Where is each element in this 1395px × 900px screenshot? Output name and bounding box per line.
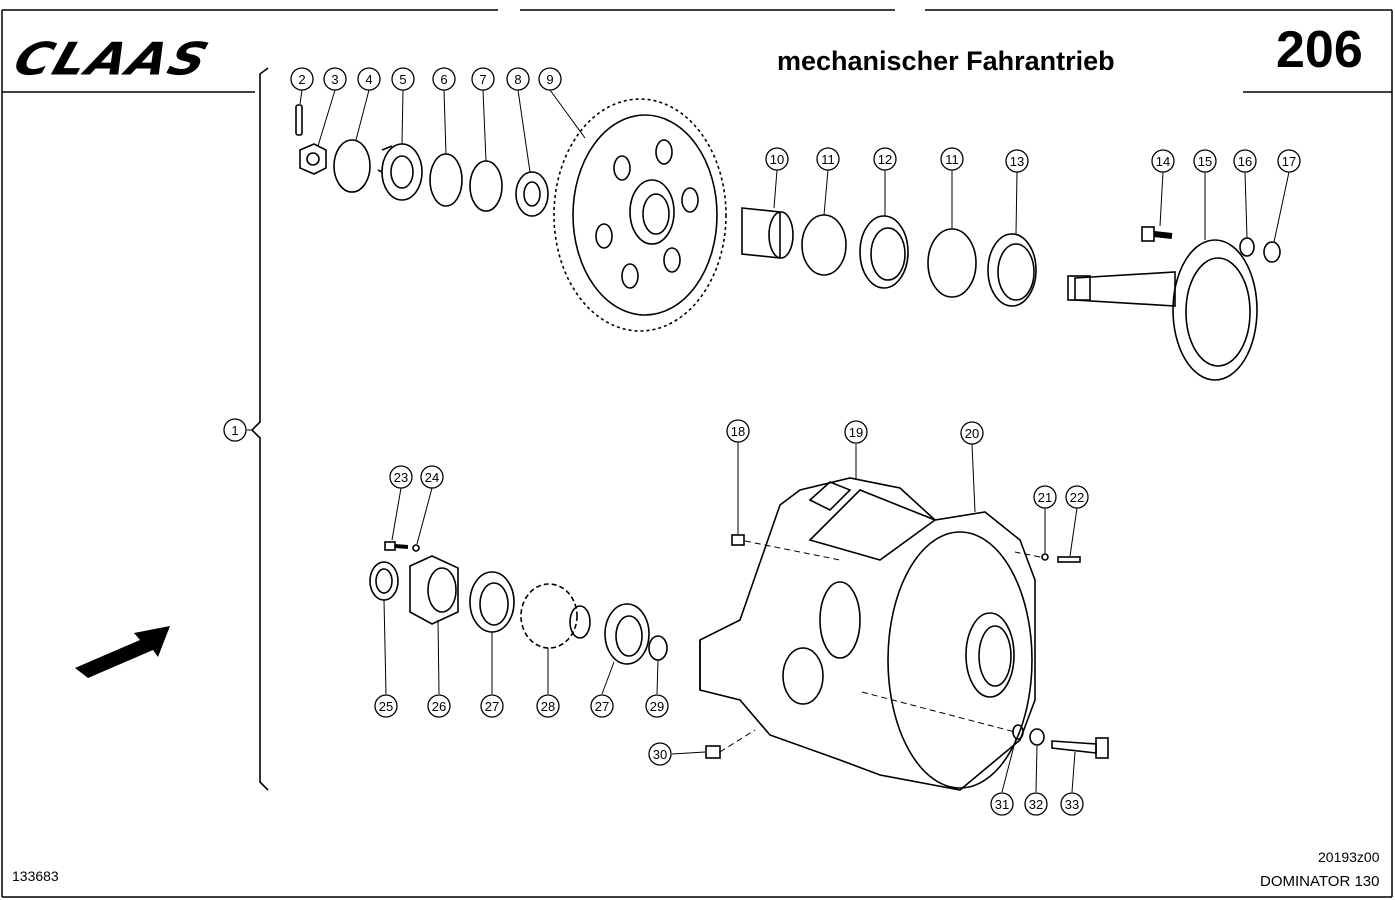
callout-9: 9 <box>538 67 562 91</box>
callout-leaders <box>247 89 1290 793</box>
callout-label: 2 <box>298 72 305 87</box>
model-name: DOMINATOR 130 <box>1260 873 1380 890</box>
callout-28: 28 <box>536 694 560 718</box>
callout-21: 21 <box>1033 485 1057 509</box>
callout-label: 21 <box>1038 490 1052 505</box>
callout-label: 18 <box>731 424 745 439</box>
callout-18: 18 <box>726 419 750 443</box>
callout-label: 32 <box>1029 797 1043 812</box>
callout-25: 25 <box>374 694 398 718</box>
callout-7: 7 <box>471 67 495 91</box>
callout-11: 11 <box>940 147 964 171</box>
callout-label: 5 <box>399 72 406 87</box>
callout-6: 6 <box>432 67 456 91</box>
lower-row-parts <box>369 541 668 665</box>
callout-label: 31 <box>995 797 1009 812</box>
callout-14: 14 <box>1151 149 1175 173</box>
callout-24: 24 <box>420 465 444 489</box>
callout-label: 29 <box>650 699 664 714</box>
callout-label: 13 <box>1010 154 1024 169</box>
callout-1: 1 <box>223 418 247 442</box>
callout-30: 30 <box>648 742 672 766</box>
callout-label: 27 <box>485 699 499 714</box>
callout-16: 16 <box>1233 149 1257 173</box>
callout-2: 2 <box>290 67 314 91</box>
callout-label: 22 <box>1070 490 1084 505</box>
callout-label: 9 <box>546 72 553 87</box>
callout-17: 17 <box>1277 149 1301 173</box>
callout-label: 19 <box>849 425 863 440</box>
callout-26: 26 <box>427 694 451 718</box>
callout-label: 25 <box>379 699 393 714</box>
callout-label: 33 <box>1065 797 1079 812</box>
callout-label: 11 <box>945 152 959 167</box>
callout-23: 23 <box>389 465 413 489</box>
callout-label: 20 <box>965 426 979 441</box>
callout-4: 4 <box>357 67 381 91</box>
callout-label: 24 <box>425 470 439 485</box>
callout-label: 1 <box>231 423 238 438</box>
callout-33: 33 <box>1060 792 1084 816</box>
callout-10: 10 <box>765 147 789 171</box>
callout-31: 31 <box>990 792 1014 816</box>
gearbox-housing <box>699 477 1109 791</box>
callout-label: 15 <box>1198 154 1212 169</box>
sheet-frame <box>1 9 1393 898</box>
callout-27: 27 <box>590 694 614 718</box>
callout-5: 5 <box>391 67 415 91</box>
callout-29: 29 <box>645 694 669 718</box>
callout-label: 4 <box>365 72 372 87</box>
callout-label: 8 <box>514 72 521 87</box>
callout-label: 28 <box>541 699 555 714</box>
callout-label: 11 <box>821 152 835 167</box>
callout-22: 22 <box>1065 485 1089 509</box>
callout-11: 11 <box>816 147 840 171</box>
callout-19: 19 <box>844 420 868 444</box>
callout-label: 14 <box>1156 154 1170 169</box>
callout-label: 12 <box>878 152 892 167</box>
callout-13: 13 <box>1005 149 1029 173</box>
callout-label: 26 <box>432 699 446 714</box>
callout-label: 17 <box>1282 154 1296 169</box>
callout-label: 16 <box>1238 154 1252 169</box>
document-number: 133683 <box>12 868 59 884</box>
page-number: 206 <box>1276 21 1363 79</box>
callout-3: 3 <box>323 67 347 91</box>
callout-20: 20 <box>960 421 984 445</box>
callout-27: 27 <box>480 694 504 718</box>
callout-8: 8 <box>506 67 530 91</box>
orientation-arrow <box>75 626 170 678</box>
callout-label: 10 <box>770 152 784 167</box>
drawing-reference: 20193z00 <box>1318 849 1380 865</box>
callout-label: 27 <box>595 699 609 714</box>
callout-32: 32 <box>1024 792 1048 816</box>
assembly-bracket <box>250 67 269 791</box>
callout-15: 15 <box>1193 149 1217 173</box>
page-title: mechanischer Fahrantrieb <box>777 46 1115 76</box>
callout-label: 6 <box>440 72 447 87</box>
callout-label: 23 <box>394 470 408 485</box>
callout-12: 12 <box>873 147 897 171</box>
callout-label: 3 <box>331 72 338 87</box>
upper-row-parts <box>295 98 1281 381</box>
callout-label: 30 <box>653 747 667 762</box>
callout-label: 7 <box>479 72 486 87</box>
